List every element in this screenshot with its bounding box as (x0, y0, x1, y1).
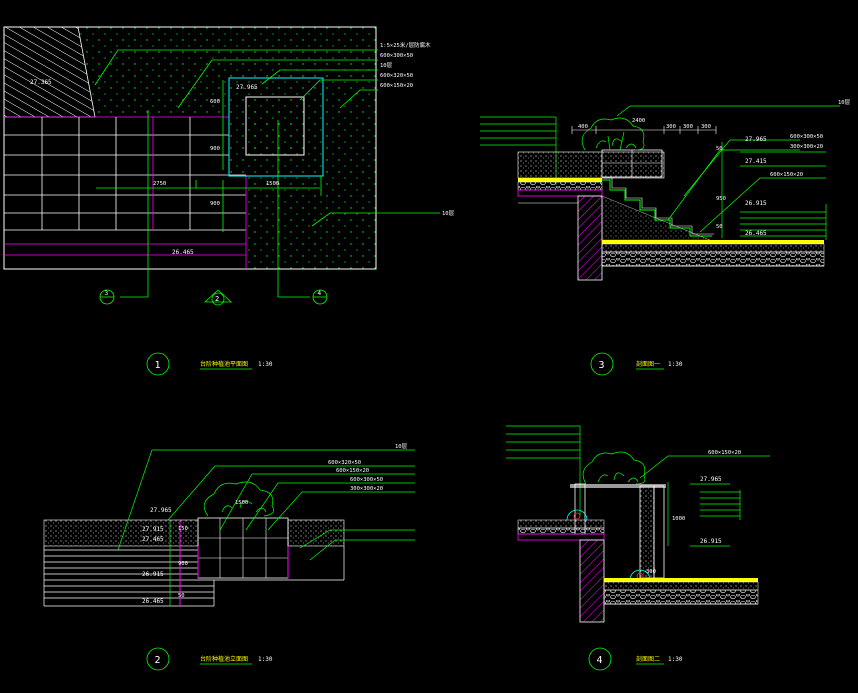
elevation-drawing: 10层 600×320×50 600×150×20 600×300×50 300… (43, 443, 415, 607)
svg-text:26.465: 26.465 (745, 230, 767, 237)
plan-marker-3: 3 (99, 289, 115, 305)
svg-text:50: 50 (178, 593, 185, 599)
svg-text:26.915: 26.915 (745, 200, 767, 207)
section-1-drawing: 400 2400 300 300 300 10层 600×300×50 300×… (480, 99, 851, 281)
svg-text:台阶种植池立面图: 台阶种植池立面图 (200, 655, 248, 663)
svg-text:600×300×50: 600×300×50 (350, 477, 383, 483)
plan-level-left: 27.365 (30, 79, 52, 86)
title-1: 1 台阶种植池平面图 1:30 (146, 352, 273, 376)
plan-dim-h2: 1500 (266, 181, 279, 187)
plan-leaders (94, 49, 440, 298)
plan-planting-area (78, 27, 376, 269)
plan-planter-outer (228, 77, 324, 177)
svg-text:1:30: 1:30 (668, 656, 683, 663)
svg-text:1000: 1000 (672, 516, 685, 522)
svg-text:27.965: 27.965 (150, 507, 172, 514)
svg-text:950: 950 (716, 196, 726, 202)
svg-text:50: 50 (716, 224, 723, 230)
plan-dim-h1: 2750 (153, 181, 166, 187)
svg-text:400: 400 (578, 124, 588, 130)
svg-text:27.465: 27.465 (142, 536, 164, 543)
svg-text:2: 2 (155, 655, 161, 666)
plan-dim-v3: 900 (210, 201, 220, 207)
svg-text:300: 300 (683, 124, 693, 130)
svg-text:1500: 1500 (235, 500, 248, 506)
plan-planter-core (250, 101, 300, 151)
svg-text:300×300×20: 300×300×20 (350, 486, 383, 492)
svg-text:1: 1 (155, 360, 161, 371)
svg-text:2: 2 (215, 295, 219, 303)
svg-text:27.915: 27.915 (142, 526, 164, 533)
svg-text:600×150×20: 600×150×20 (770, 172, 803, 178)
svg-text:剖面图一: 剖面图一 (636, 360, 660, 368)
svg-text:150: 150 (178, 526, 188, 532)
plan-dim-v1: 600 (210, 99, 220, 105)
svg-text:300: 300 (646, 569, 656, 575)
svg-text:2400: 2400 (632, 118, 645, 124)
svg-text:1:30: 1:30 (258, 656, 273, 663)
svg-text:50: 50 (716, 146, 723, 152)
svg-text:900: 900 (178, 561, 188, 567)
svg-text:1:30: 1:30 (258, 361, 273, 368)
svg-text:26.915: 26.915 (700, 538, 722, 545)
plan-right-note: 10层 (442, 210, 455, 217)
svg-text:1:30: 1:30 (668, 361, 683, 368)
svg-text:3: 3 (105, 290, 109, 297)
plan-dim-v2: 900 (210, 146, 220, 152)
svg-text:300: 300 (666, 124, 676, 130)
plan-callout-4: 600×320×50 (380, 73, 413, 79)
plan-level-bottom: 26.465 (172, 249, 194, 256)
svg-text:27.965: 27.965 (745, 136, 767, 143)
svg-text:26.465: 26.465 (142, 598, 164, 605)
plan-view: 1:5×25米/层防腐木 600×300×50 10层 600×320×50 6… (3, 26, 455, 306)
plan-callout-2: 600×300×50 (380, 53, 413, 59)
plan-planter-inner (245, 96, 305, 156)
svg-text:600×300×50: 600×300×50 (790, 134, 823, 140)
svg-text:剖面图二: 剖面图二 (636, 655, 660, 663)
svg-text:300: 300 (701, 124, 711, 130)
plan-callout-3: 10层 (380, 62, 393, 69)
svg-text:600×150×20: 600×150×20 (708, 450, 741, 456)
svg-text:600×320×50: 600×320×50 (328, 460, 361, 466)
title-2: 2 台阶种植池立面图 1:30 (146, 647, 273, 671)
svg-text:600×150×20: 600×150×20 (336, 468, 369, 474)
svg-text:27.415: 27.415 (745, 158, 767, 165)
svg-text:4: 4 (597, 655, 603, 666)
plan-marker-2: 2 (203, 289, 233, 306)
plan-callout-1: 1:5×25米/层防腐木 (380, 41, 431, 49)
svg-text:10层: 10层 (395, 443, 408, 450)
svg-text:300×300×20: 300×300×20 (790, 144, 823, 150)
svg-text:26.915: 26.915 (142, 571, 164, 578)
svg-text:4: 4 (318, 290, 322, 297)
svg-text:27.965: 27.965 (700, 476, 722, 483)
svg-text:10层: 10层 (838, 99, 851, 106)
plan-paving-grid (4, 116, 247, 269)
plan-callout-5: 600×150×20 (380, 83, 413, 89)
plan-level-top: 27.965 (236, 84, 258, 91)
title-3: 3 剖面图一 1:30 (590, 352, 683, 376)
plan-marker-4: 4 (312, 289, 328, 305)
title-4: 4 剖面图二 1:30 (588, 647, 683, 671)
section-2-drawing: 600×150×20 27.965 26.915 1000 300 (506, 425, 770, 623)
svg-text:台阶种植池平面图: 台阶种植池平面图 (200, 360, 248, 368)
svg-text:3: 3 (599, 360, 605, 371)
